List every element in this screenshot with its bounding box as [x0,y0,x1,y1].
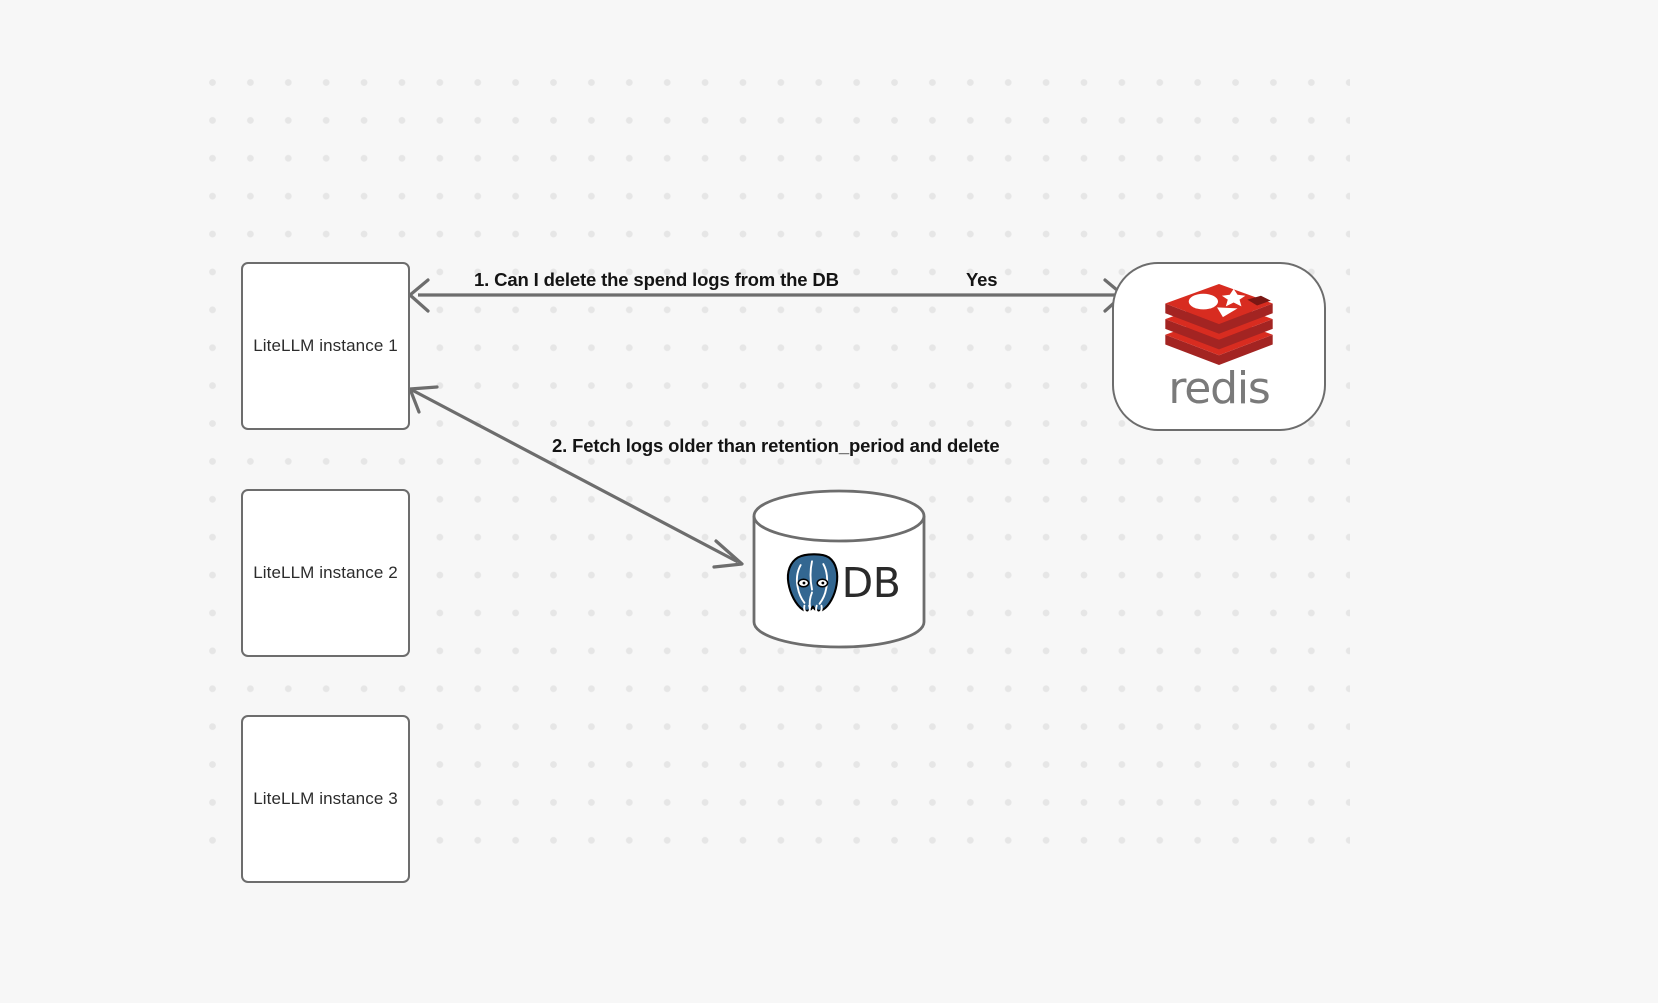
node-litellm-instance-1[interactable]: LiteLLM instance 1 [241,262,410,430]
database-content: DB [752,533,926,633]
node-label: LiteLLM instance 1 [253,335,398,355]
node-redis[interactable]: redis [1112,262,1326,431]
node-database[interactable]: DB [752,489,926,649]
edge-label-request: 1. Can I delete the spend logs from the … [474,269,839,290]
edge-label-fetch-delete: 2. Fetch logs older than retention_perio… [552,435,1000,456]
redis-wordmark: redis [1168,362,1270,414]
edge-litellm1-database [408,385,744,569]
postgresql-elephant-icon [784,551,841,617]
database-label: DB [841,558,901,607]
edge-label-reply: Yes [966,269,998,290]
arrowhead-downright [712,539,744,569]
node-label: LiteLLM instance 3 [253,788,398,808]
node-label: LiteLLM instance 2 [253,562,398,582]
arrowhead-left [408,278,430,313]
arrowhead-upleft [408,385,439,414]
node-litellm-instance-2[interactable]: LiteLLM instance 2 [241,489,410,657]
node-litellm-instance-3[interactable]: LiteLLM instance 3 [241,715,410,883]
redis-logo-icon [1165,283,1273,365]
